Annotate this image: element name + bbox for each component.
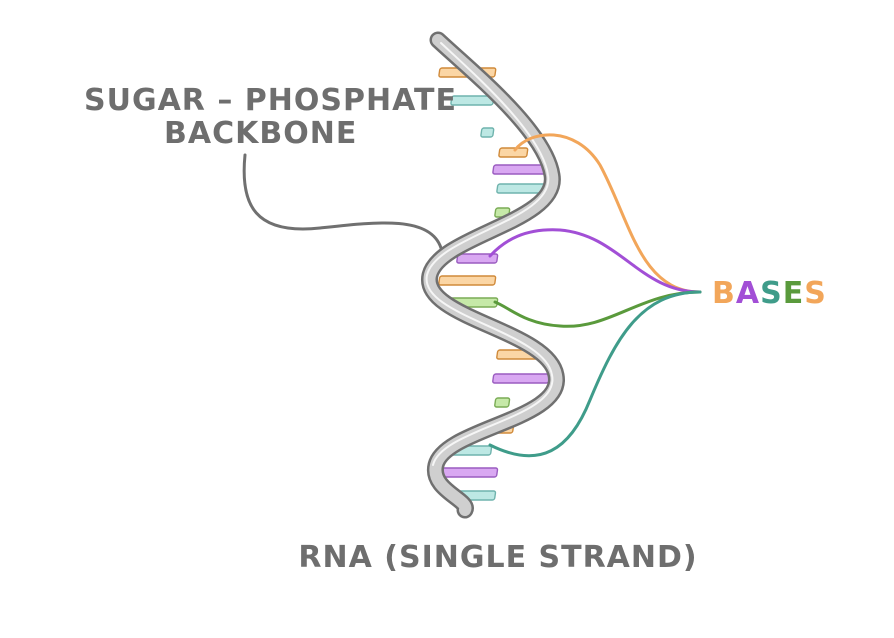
base-rung bbox=[438, 275, 497, 286]
bases-letter: A bbox=[736, 276, 760, 311]
base-rung bbox=[438, 467, 499, 478]
base-rung bbox=[492, 373, 551, 384]
base-rung bbox=[450, 95, 495, 106]
bases-letter: S bbox=[760, 276, 783, 311]
base-rung bbox=[456, 253, 499, 264]
bases-pointer-orange bbox=[513, 133, 702, 294]
bases-letter: B bbox=[712, 276, 736, 311]
backbone-label-pointer bbox=[242, 153, 443, 250]
bases-letter: S bbox=[804, 276, 827, 311]
rna-caption: RNA (SINGLE STRAND) bbox=[298, 540, 697, 575]
backbone-label-line2: BACKBONE bbox=[164, 116, 357, 151]
base-rung bbox=[480, 127, 495, 138]
bases-label: BASES bbox=[712, 276, 827, 311]
bases-pointer-green bbox=[493, 290, 702, 328]
base-rung bbox=[498, 147, 529, 158]
base-rung bbox=[494, 397, 511, 408]
bases-pointer-purple bbox=[488, 228, 702, 294]
bases-pointer-teal bbox=[488, 290, 702, 458]
bases-letter: E bbox=[783, 276, 805, 311]
backbone-label-line1: SUGAR – PHOSPHATE bbox=[84, 83, 457, 118]
